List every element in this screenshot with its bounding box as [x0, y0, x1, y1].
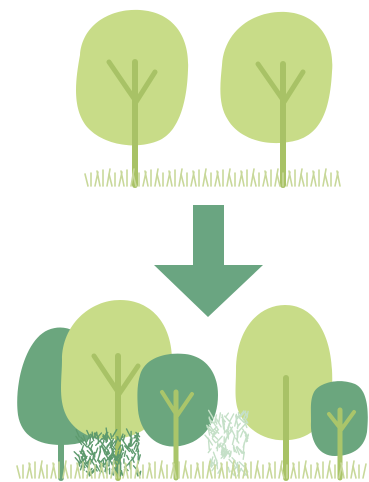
grass-blade [363, 464, 366, 478]
shrub-leaf [238, 413, 239, 418]
shrub-leaf [209, 441, 210, 450]
shrub-leaf [230, 414, 234, 421]
before-panel [76, 10, 340, 186]
grass-blade [353, 466, 356, 478]
shrub-leaf [124, 451, 125, 456]
before-tree-right [220, 12, 332, 185]
grass-blade [229, 174, 232, 186]
grass-blade [181, 174, 184, 186]
arrow-down-icon [154, 205, 263, 317]
grass-blade [205, 174, 208, 186]
before-tree-left [76, 10, 188, 185]
after-tree-dark-small [137, 354, 218, 478]
grass-blade [41, 466, 44, 478]
shrub-leaf [212, 439, 215, 443]
grass-blade [185, 466, 188, 478]
shrub-leaf [229, 459, 233, 463]
grass-blade [85, 174, 88, 186]
grass-blade [325, 174, 328, 186]
grass-blade [329, 466, 332, 478]
shrub-leaf [92, 432, 93, 438]
grass-blade [17, 466, 20, 478]
shrub-leaf [134, 443, 136, 449]
shrub-leaf [110, 459, 113, 465]
grass-blade [253, 174, 256, 186]
shrub-leaf [243, 443, 244, 453]
grass-blade [161, 466, 164, 478]
shrub-leaf [224, 424, 225, 432]
shrub-leaf [232, 436, 234, 445]
after-tree-dark-right [311, 381, 368, 478]
shrub-leaf [219, 413, 220, 422]
grass-blade [305, 466, 308, 478]
grass-blade [301, 174, 304, 186]
shrub-leaf [228, 467, 229, 472]
shrub-leaf [85, 458, 86, 463]
grass-blade [277, 174, 280, 186]
shrub-leaf [120, 471, 121, 476]
shrub-leaf [127, 455, 129, 459]
tree-canopy [220, 12, 332, 143]
shrub-leaf [99, 451, 100, 455]
grass-blade [65, 466, 68, 478]
grass-blade [109, 174, 112, 186]
shrub-leaf [214, 460, 215, 465]
after-grass [17, 461, 366, 478]
shrub-leaf [226, 413, 229, 416]
shrub-leaf [96, 448, 98, 453]
before-grass [85, 169, 340, 186]
grass-blade [157, 174, 160, 186]
grass-blade [257, 466, 260, 478]
shrub-leaf [241, 432, 243, 437]
after-panel [17, 300, 368, 478]
